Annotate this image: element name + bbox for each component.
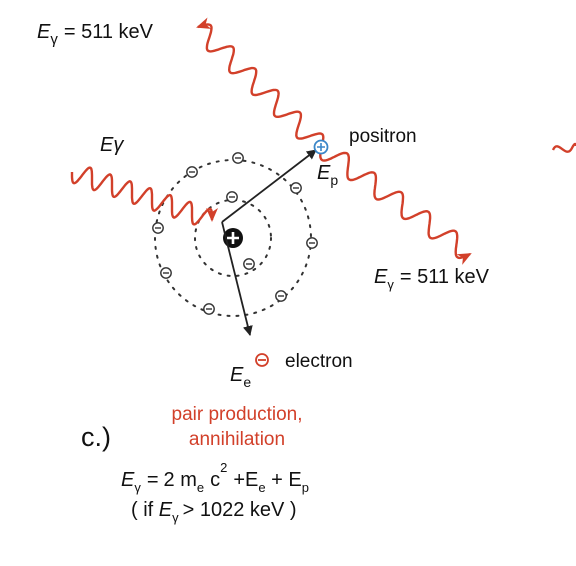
photon-energy-label-right: Eγ= 511 keV (374, 266, 490, 292)
positron-energy-label: Ep (317, 162, 338, 188)
photon-fragment-edge (551, 142, 576, 153)
shell-electron-icon (203, 303, 215, 315)
positron-trajectory-arrow (221, 149, 317, 223)
incident-photon (70, 166, 218, 226)
electron-icon (255, 353, 269, 367)
positron-label: positron (349, 126, 417, 147)
annihilation-photon-up (196, 17, 325, 148)
inner-electron-shell (194, 199, 272, 277)
shell-electron-icon (306, 237, 318, 249)
annihilation-photon-down (319, 146, 472, 265)
atom (152, 152, 318, 317)
electron-energy-label: Ee (230, 364, 251, 390)
caption-line-2: annihilation (189, 429, 285, 450)
shell-electron-icon (186, 166, 198, 178)
caption-line-1: pair production, (172, 404, 303, 425)
shell-electron-icon (160, 267, 172, 279)
electron-trajectory-arrow (221, 221, 253, 336)
panel-letter: c.) (81, 422, 111, 452)
shell-electron-icon (290, 182, 302, 194)
shell-electron-icon (226, 191, 238, 203)
positron-icon (313, 139, 329, 155)
shell-electron-icon (152, 222, 164, 234)
photon-energy-label-top: Eγ= 511 keV (37, 21, 154, 48)
threshold-condition: ( if Eγ> 1022 keV ) (131, 499, 297, 525)
shell-electrons (152, 152, 318, 315)
electron-label: electron (285, 351, 353, 372)
shell-electron-icon (243, 258, 255, 270)
shell-electron-icon (275, 290, 287, 302)
incident-photon-energy-label: Eγ (100, 134, 124, 156)
shell-electron-icon (232, 152, 244, 164)
